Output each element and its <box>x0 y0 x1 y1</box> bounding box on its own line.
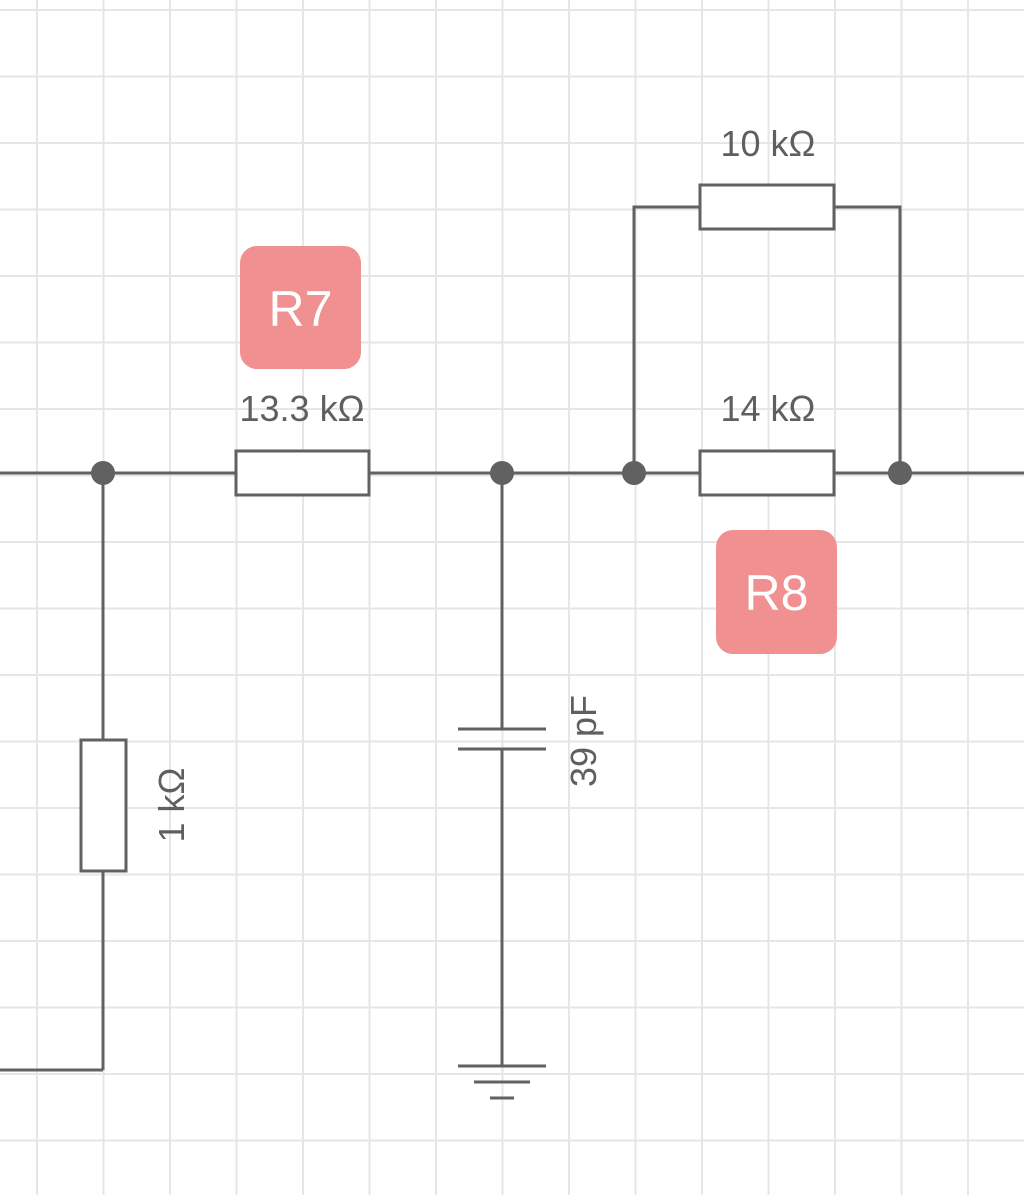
parallel-wire-right <box>834 205 902 473</box>
ground-symbol <box>458 1064 546 1100</box>
junction-node <box>91 461 115 485</box>
tag-r7[interactable]: R7 <box>240 246 361 369</box>
resistor-r7[interactable] <box>234 449 371 497</box>
junction-node <box>888 461 912 485</box>
resistor-r8[interactable] <box>698 449 836 497</box>
capacitor-value: 39 pF <box>563 695 604 787</box>
junction-node <box>622 461 646 485</box>
resistor-1k[interactable] <box>79 738 128 873</box>
tag-r8-label: R8 <box>745 565 809 621</box>
resistor-10k[interactable] <box>698 183 836 231</box>
resistor-1k-value: 1 kΩ <box>151 768 192 843</box>
resistor-r8-value: 14 kΩ <box>721 388 816 429</box>
junction-node <box>490 461 514 485</box>
tag-r7-label: R7 <box>269 281 333 337</box>
resistor-r7-value: 13.3 kΩ <box>240 388 365 429</box>
parallel-wire-left <box>632 205 700 473</box>
resistor-10k-value: 10 kΩ <box>721 123 816 164</box>
tag-r8[interactable]: R8 <box>716 530 837 654</box>
